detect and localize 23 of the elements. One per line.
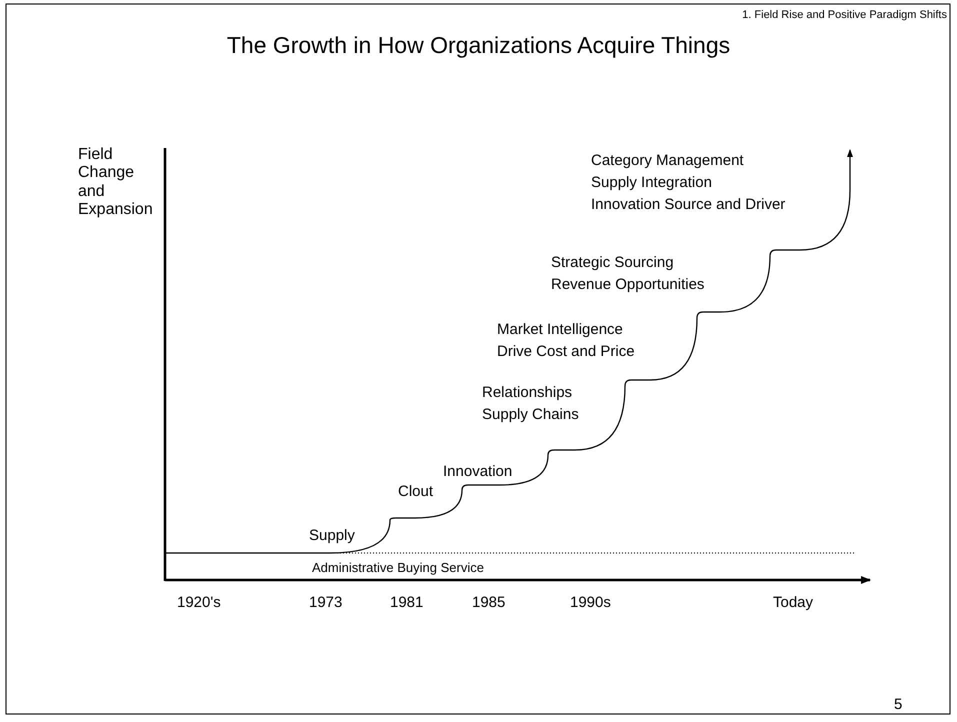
stage-label: Strategic Sourcing bbox=[551, 254, 674, 272]
stage-label: Revenue Opportunities bbox=[551, 276, 704, 294]
year-label: 1920's bbox=[177, 594, 221, 612]
stage-label: Supply bbox=[309, 527, 355, 544]
stage-label: Market Intelligence bbox=[497, 321, 623, 338]
stage-label: Supply Integration bbox=[591, 174, 712, 192]
year-label: 1981 bbox=[390, 594, 424, 612]
stage-label: Innovation Source and Driver bbox=[591, 196, 786, 214]
stage-label: Drive Cost and Price bbox=[497, 343, 635, 360]
year-label: Today bbox=[773, 594, 814, 612]
stage-label: Relationships bbox=[482, 384, 572, 402]
page-number: 5 bbox=[894, 696, 902, 714]
year-label: 1973 bbox=[309, 594, 342, 612]
slide-title: The Growth in How Organizations Acquire Things bbox=[226, 32, 732, 58]
stage-label: Clout bbox=[398, 483, 434, 500]
stage-label: Category Management bbox=[591, 152, 744, 170]
header-text: 1. Field Rise and Positive Paradigm Shifts bbox=[742, 9, 947, 22]
stage-label: Supply Chains bbox=[482, 406, 579, 424]
axis-label: Field Change and Expansion bbox=[78, 146, 154, 220]
baseline-label: Administrative Buying Service bbox=[312, 561, 484, 576]
year-label: 1985 bbox=[472, 594, 506, 612]
year-label: 1990s bbox=[570, 594, 611, 612]
stage-label: Innovation bbox=[443, 463, 512, 480]
